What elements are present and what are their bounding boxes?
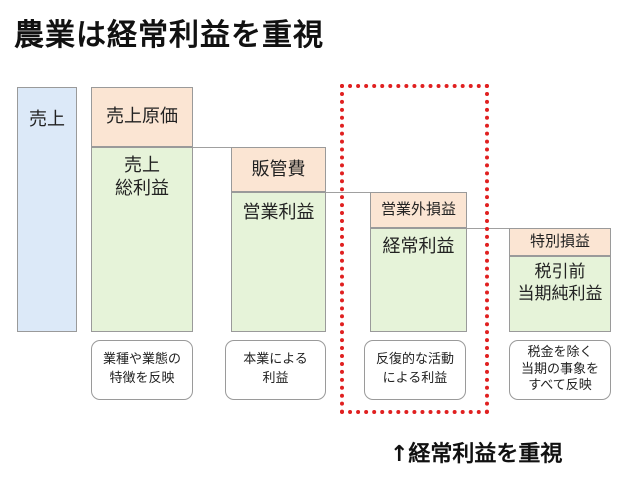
zeibikimae-rieki-label: 税引前 当期純利益 (517, 262, 603, 305)
connector-line-1 (193, 147, 231, 148)
description-box-4: 税金を除く 当期の事象を すべて反映 (509, 340, 611, 400)
description-box-2: 本業による 利益 (225, 340, 326, 400)
keijo-rieki-label: 経常利益 (382, 236, 455, 257)
keijo-rieki-highlight-frame (340, 84, 489, 414)
keijo-rieki-box: 経常利益 (370, 228, 467, 332)
page-title: 農業は経常利益を重視 (14, 18, 324, 53)
hankanhi-box: 販管費 (231, 147, 326, 192)
connector-line-2 (326, 192, 370, 193)
uriage-genka-box: 売上原価 (91, 87, 193, 147)
description-box-1: 業種や業態の 特徴を反映 (91, 340, 193, 400)
bottom-note: ↑経常利益を重視 (390, 442, 563, 467)
hankanhi-label: 販管費 (251, 158, 306, 180)
uriage-box: 売上 (17, 87, 77, 332)
uriage-label: 売上 (29, 109, 65, 130)
description-box-3: 反復的な活動 による利益 (364, 340, 466, 400)
tokubetsu-soneki-label: 特別損益 (529, 232, 590, 251)
eigyogai-soneki-box: 営業外損益 (370, 192, 467, 228)
tokubetsu-soneki-box: 特別損益 (509, 228, 611, 256)
uriage-sorieki-box: 売上 総利益 (91, 147, 193, 332)
eigyo-rieki-box: 営業利益 (231, 192, 326, 332)
uriage-sorieki-label: 売上 総利益 (115, 155, 169, 200)
eigyo-rieki-label: 営業利益 (242, 202, 315, 223)
zeibikimae-rieki-box: 税引前 当期純利益 (509, 256, 611, 332)
eigyogai-soneki-label: 営業外損益 (380, 200, 456, 219)
uriage-genka-label: 売上原価 (106, 106, 178, 128)
